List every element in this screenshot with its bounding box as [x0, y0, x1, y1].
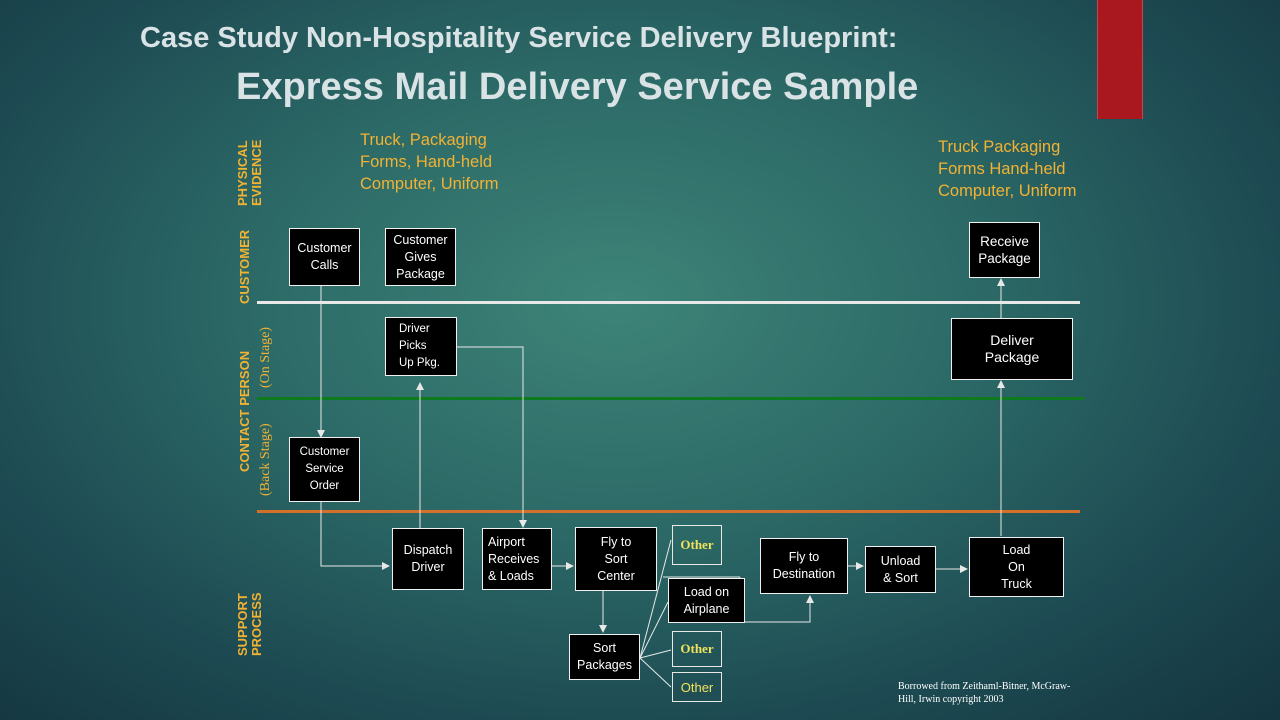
box-customer-gives-package: Customer Gives Package — [385, 228, 456, 286]
red-corner-tab — [1097, 0, 1143, 119]
box-fly-to-destination: Fly to Destination — [760, 538, 848, 594]
box-receive-package: Receive Package — [969, 222, 1040, 278]
box-airport-receives: Airport Receives & Loads — [482, 528, 552, 590]
box-load-on-airplane: Load on Airplane — [668, 578, 745, 623]
box-unload-sort: Unload & Sort — [865, 546, 936, 593]
box-other-2: Other — [672, 631, 722, 667]
title-line-1: Case Study Non-Hospitality Service Deliv… — [140, 22, 898, 54]
line-of-visibility — [257, 397, 1084, 400]
evidence-left: Truck, Packaging Forms, Hand-held Comput… — [360, 131, 499, 193]
line-of-interaction — [257, 301, 1080, 304]
credit-note: Borrowed from Zeithaml-Bitner, McGraw- H… — [898, 681, 1071, 705]
box-other-3: Other — [672, 672, 722, 702]
evidence-right: Truck Packaging Forms Hand-held Computer… — [938, 138, 1077, 200]
box-sort-packages: Sort Packages — [569, 634, 640, 680]
box-customer-service-order: Customer Service Order — [289, 437, 360, 502]
box-load-on-truck: Load On Truck — [969, 537, 1064, 597]
box-dispatch-driver: Dispatch Driver — [392, 528, 464, 590]
box-customer-calls: Customer Calls — [289, 228, 360, 286]
box-fly-to-sort-center: Fly to Sort Center — [575, 527, 657, 591]
title-line-2: Express Mail Delivery Service Sample — [236, 66, 919, 108]
box-other-1: Other — [672, 525, 722, 565]
box-deliver-package: Deliver Package — [951, 318, 1073, 380]
box-driver-picks-up: Driver Picks Up Pkg. — [385, 317, 457, 376]
line-of-internal-interaction — [257, 510, 1080, 513]
